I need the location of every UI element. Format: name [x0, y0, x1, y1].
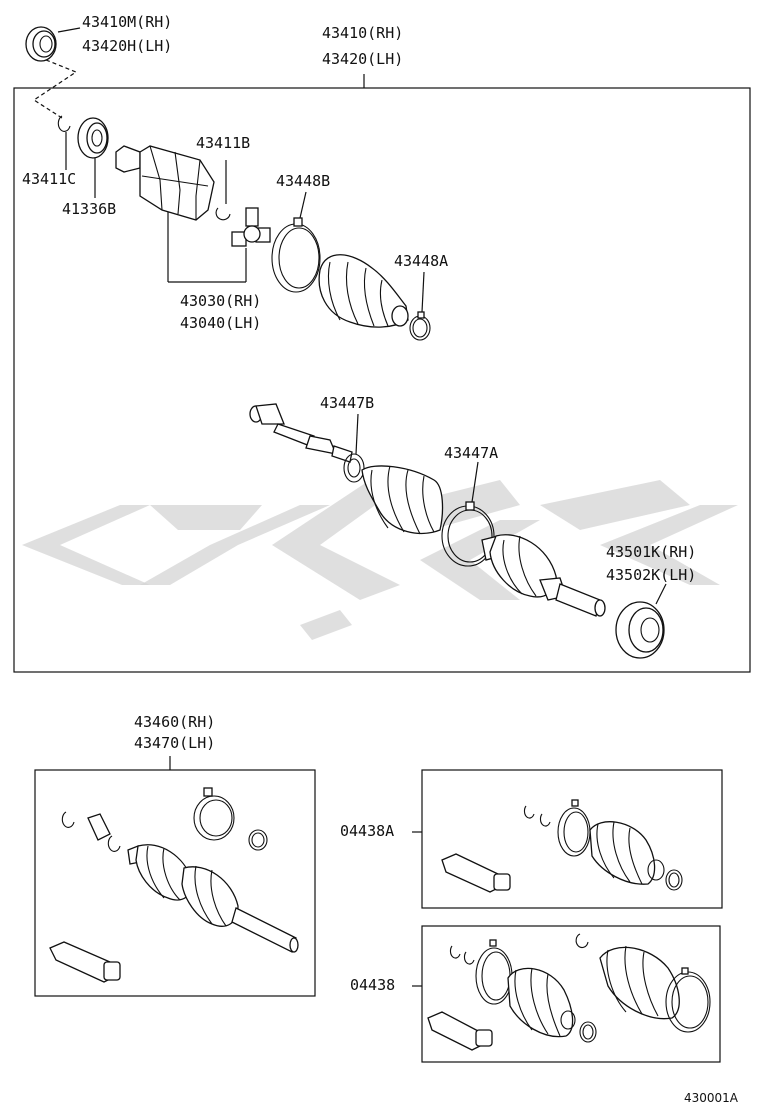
assembly-box-43460 [34, 769, 316, 997]
outboard-boot-part [361, 465, 444, 535]
label-43410: 43410(RH) [322, 24, 403, 42]
leader-43410m [57, 27, 81, 33]
snap-ring-b-part [215, 207, 231, 221]
snap-ring-part [57, 115, 71, 132]
outboard-band-part [441, 501, 495, 567]
oil-seal-part [25, 26, 57, 62]
label-43448a: 43448A [394, 252, 448, 270]
label-41336b: 41336B [62, 200, 116, 218]
label-04438: 04438 [350, 976, 395, 994]
label-43447b: 43447B [320, 394, 374, 412]
leader-43447b [355, 413, 359, 455]
kit-43460-parts [49, 787, 299, 983]
leader-43447a [471, 461, 479, 503]
label-43447a: 43447A [444, 444, 498, 462]
label-43420h: 43420H(LH) [82, 37, 172, 55]
leader-43501k [655, 583, 667, 605]
joint-housing-part [115, 145, 215, 221]
kit-box-04438 [421, 925, 721, 1063]
leader-43448b [299, 191, 307, 219]
label-43030: 43030(RH) [180, 292, 261, 310]
leader-43448a [421, 271, 425, 313]
label-43501k: 43501K(RH) [606, 543, 696, 561]
dashed-leader [32, 59, 78, 119]
label-43410m: 43410M(RH) [82, 13, 172, 31]
label-43420: 43420(LH) [322, 50, 403, 68]
shaft-clip-part [343, 453, 365, 483]
hub-seal-part [615, 601, 665, 659]
label-43470: 43470(LH) [134, 734, 215, 752]
label-43448b: 43448B [276, 172, 330, 190]
kit-04438a-parts [441, 799, 683, 893]
outboard-joint-part [481, 534, 606, 617]
kit-box-04438a [421, 769, 723, 909]
tripod-part [231, 207, 271, 247]
inboard-boot-part [318, 254, 409, 328]
kit-04438-parts [427, 933, 711, 1051]
label-43502k: 43502K(LH) [606, 566, 696, 584]
drive-shaft-part [249, 403, 353, 463]
boot-band-large-part [271, 217, 321, 293]
label-43460: 43460(RH) [134, 713, 215, 731]
boot-band-small-part [409, 311, 431, 341]
label-43411c: 43411C [22, 170, 76, 188]
label-04438a: 04438A [340, 822, 394, 840]
dust-deflector-part [77, 117, 109, 159]
label-43040: 43040(LH) [180, 314, 261, 332]
label-43411b: 43411B [196, 134, 250, 152]
assembly-box-main [13, 87, 751, 673]
diagram-code: 430001A [684, 1091, 739, 1105]
